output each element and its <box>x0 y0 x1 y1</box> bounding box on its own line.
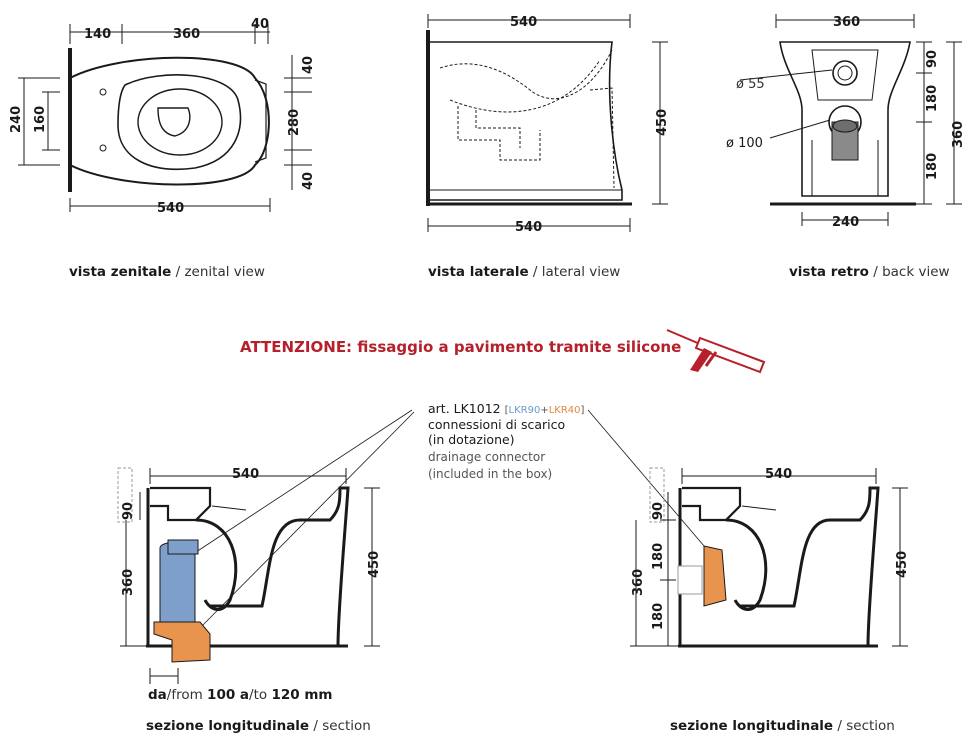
dim-90: 90 <box>925 50 940 68</box>
dim-360-top: 360 <box>833 15 860 30</box>
warning-banner: ATTENZIONE: fissaggio a pavimento tramit… <box>240 329 766 374</box>
dim-240: 240 <box>9 106 24 133</box>
dim-450: 450 <box>367 551 382 578</box>
lateral-caption: vista laterale / lateral view <box>428 264 620 280</box>
dim-450: 450 <box>655 109 670 136</box>
dim-540: 540 <box>232 467 259 482</box>
dim-540: 540 <box>765 467 792 482</box>
section-left: 540 90 360 450 da/from 100 a/to 120 mm s… <box>117 467 382 734</box>
dim-140: 140 <box>84 27 111 42</box>
dim-90: 90 <box>651 502 666 520</box>
dim-540-top: 540 <box>510 15 537 30</box>
dim-180-a: 180 <box>925 85 940 112</box>
zenital-view: 140 360 40 240 160 40 280 40 540 vista z… <box>9 17 316 280</box>
callout-line1-en: drainage connector <box>428 450 545 464</box>
callout-line2-en: (included in the box) <box>428 467 552 481</box>
dia-100: ø 100 <box>726 136 763 151</box>
dim-540-bottom: 540 <box>157 201 184 216</box>
callout-line1-it: connessioni di scarico <box>428 417 565 432</box>
dim-90: 90 <box>121 502 136 520</box>
dim-40-right-top: 40 <box>301 56 316 74</box>
offset-note: da/from 100 a/to 120 mm <box>148 687 332 703</box>
zenital-caption: vista zenitale / zenital view <box>69 264 265 280</box>
callout-art: art. LK1012 [LKR90+LKR40] <box>428 401 585 416</box>
dim-360: 360 <box>173 27 200 42</box>
connector-callout: art. LK1012 [LKR90+LKR40] connessioni di… <box>189 401 717 633</box>
section-right: 540 90 180 180 360 450 sezione longitudi… <box>630 467 910 734</box>
dim-240: 240 <box>832 215 859 230</box>
dim-180-b: 180 <box>651 603 666 630</box>
silicone-gun-icon <box>666 329 766 374</box>
dim-360: 360 <box>631 569 646 596</box>
dim-360-right: 360 <box>951 121 966 148</box>
dim-180-b: 180 <box>925 153 940 180</box>
dim-540-bottom: 540 <box>515 220 542 235</box>
section-left-caption: sezione longitudinale / section <box>146 718 371 734</box>
dim-40-top: 40 <box>251 17 269 32</box>
warning-text: ATTENZIONE: fissaggio a pavimento tramit… <box>240 338 681 356</box>
callout-line2-it: (in dotazione) <box>428 432 515 447</box>
back-caption: vista retro / back view <box>789 264 950 280</box>
section-right-caption: sezione longitudinale / section <box>670 718 895 734</box>
dim-40-right-bottom: 40 <box>301 172 316 190</box>
dim-160: 160 <box>33 106 48 133</box>
dim-360: 360 <box>121 569 136 596</box>
dim-450: 450 <box>895 551 910 578</box>
lateral-view: 540 450 540 vista laterale / lateral vie… <box>426 14 670 280</box>
back-view: 360 ø 55 ø 100 90 180 180 360 240 vista … <box>726 14 966 280</box>
dia-55: ø 55 <box>736 77 765 92</box>
dim-280: 280 <box>287 109 302 136</box>
dim-180-a: 180 <box>651 543 666 570</box>
